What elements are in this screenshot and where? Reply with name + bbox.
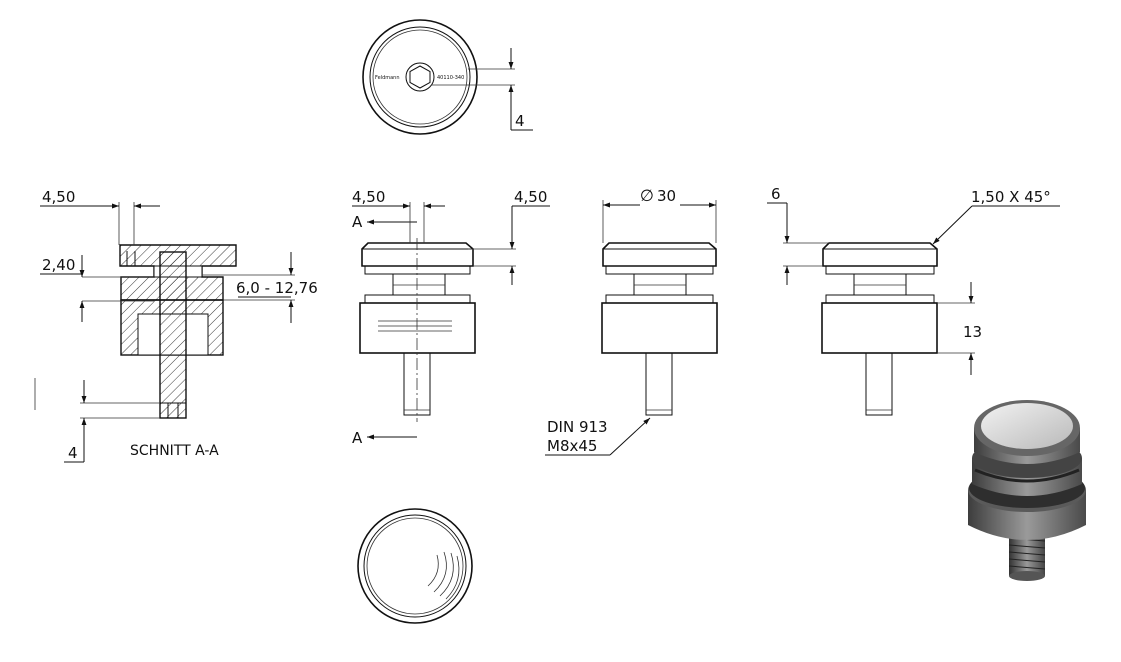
screw-spec-size: M8x45: [547, 437, 597, 455]
hex-socket-icon: [409, 65, 431, 89]
dim-range-section: 6,0 - 12,76: [236, 279, 318, 297]
dim-4-section: 4: [68, 444, 78, 462]
side-view: ∅ 30 DIN 913 M8x45: [545, 186, 718, 456]
isometric-render: [968, 400, 1086, 581]
screw-spec-din: DIN 913: [547, 418, 608, 436]
dim-6: 6: [771, 185, 781, 203]
dim-240-section: 2,40: [42, 256, 75, 274]
dim-13: 13: [963, 323, 982, 341]
section-view: 4,50 2,40 6,0 - 12,76 4 SCHNITT A-A: [34, 188, 318, 463]
dim-450-front-left: 4,50: [352, 188, 385, 206]
chamfer-callout: 1,50 X 45°: [971, 188, 1051, 206]
top-view: Feldmann 40110-340 4: [362, 19, 533, 135]
section-mark-a-top: A: [352, 213, 363, 231]
dim-450-section: 4,50: [42, 188, 75, 206]
diameter-symbol: ∅: [640, 186, 654, 205]
section-mark-a-bottom: A: [352, 429, 363, 447]
dim-450-front-right: 4,50: [514, 188, 547, 206]
logo-text: Feldmann: [375, 75, 400, 81]
section-caption: SCHNITT A-A: [130, 443, 219, 459]
bottom-view: [357, 508, 473, 624]
front-view: A A 4,50 4,50: [352, 188, 550, 447]
dim-4-top: 4: [515, 112, 525, 130]
diameter-value: 30: [657, 187, 676, 205]
right-view: 6 1,50 X 45° 13: [767, 185, 1060, 416]
part-number: 40110-340: [437, 75, 464, 81]
